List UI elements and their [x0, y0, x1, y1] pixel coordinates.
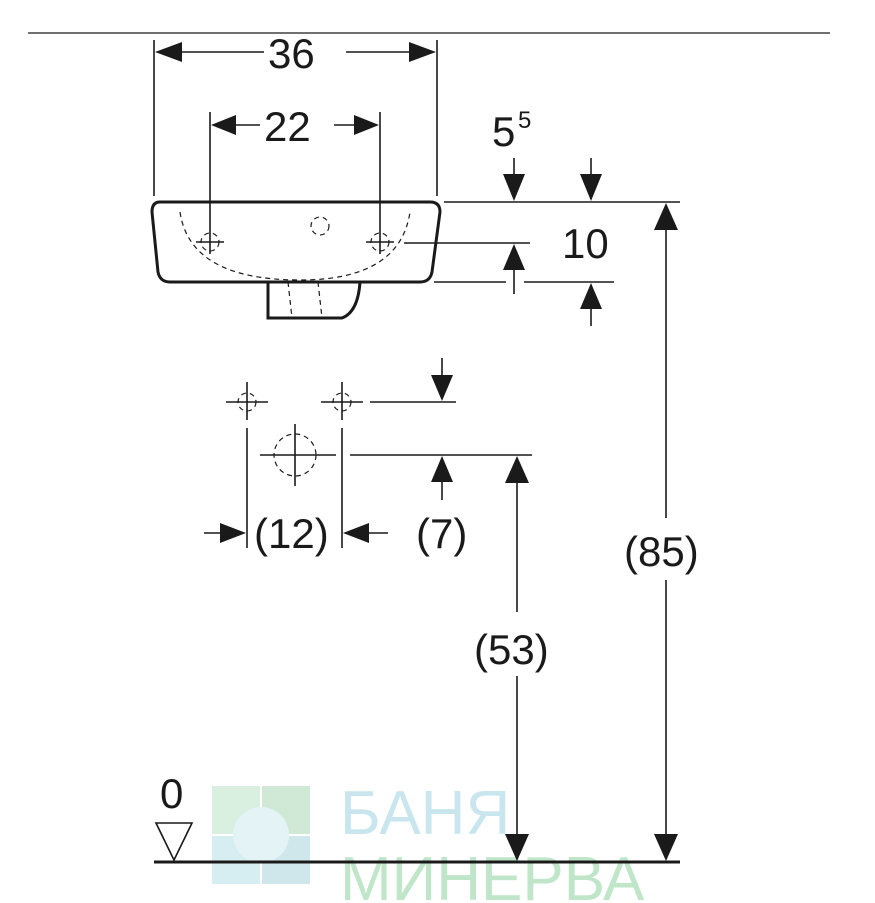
floor-level-label: 0	[160, 770, 183, 817]
dimension-rim-height: (85)	[624, 203, 699, 861]
waste-height-label: (53)	[474, 626, 549, 673]
watermark-logo: БАНЯ МИНЕРВА	[212, 779, 645, 903]
dimension-waste-height: (53)	[474, 456, 549, 861]
dimension-fixing-offset: (7)	[350, 358, 532, 557]
fixing-offset-label: (7)	[416, 510, 467, 557]
tap-spacing-label: 22	[264, 103, 311, 150]
rim-height-label: (85)	[624, 528, 699, 575]
dimension-fixing-spacing: (12)	[204, 428, 388, 557]
dimension-rim-offset: 5 5	[444, 107, 680, 203]
floor-level-marker: 0	[154, 770, 194, 862]
watermark-line1: БАНЯ	[340, 779, 510, 848]
overall-width-label: 36	[268, 30, 315, 77]
dimension-overall-width: 36	[153, 30, 438, 196]
basin-outline	[150, 200, 442, 320]
fixing-marker-left	[226, 382, 268, 420]
fixing-spacing-label: (12)	[254, 510, 329, 557]
fixing-marker-right	[321, 382, 363, 420]
waste-outlet-marker	[260, 424, 336, 486]
dimension-bowl-height: 10	[404, 220, 614, 326]
tap-hole-marker-left	[196, 230, 224, 254]
rim-offset-superscript: 5	[518, 107, 531, 134]
tap-hole-marker-right	[366, 230, 394, 254]
rim-offset-label: 5	[492, 108, 515, 155]
bowl-height-label: 10	[562, 220, 609, 267]
dimension-tap-spacing: 22	[209, 103, 381, 230]
watermark-line2: МИНЕРВА	[340, 845, 645, 903]
